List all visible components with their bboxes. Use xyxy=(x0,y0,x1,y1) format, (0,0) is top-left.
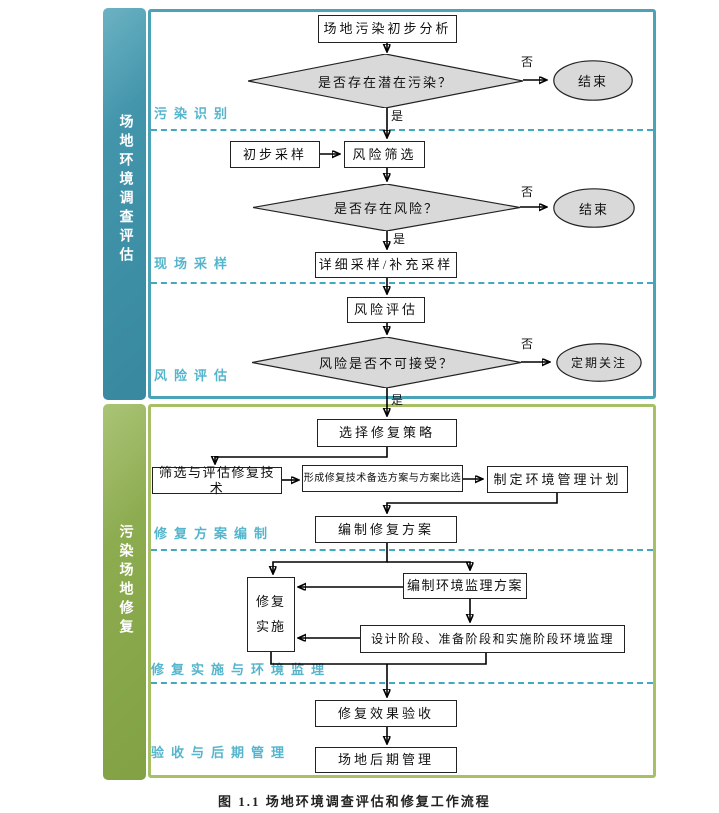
node-stage-supervision: 设计阶段、准备阶段和实施阶段环境监理 xyxy=(360,625,625,653)
phase-label-field-sampling: 现场采样 xyxy=(154,256,235,271)
node-risk-assessment: 风险评估 xyxy=(347,297,425,323)
node-detailed-sampling: 详细采样/补充采样 xyxy=(315,252,457,278)
node-risk-screening: 风险筛选 xyxy=(344,141,425,168)
phase-separator xyxy=(151,682,653,684)
edge-label-no: 否 xyxy=(521,55,534,69)
node-select-strategy: 选择修复策略 xyxy=(317,419,457,447)
edge-label-yes: 是 xyxy=(393,232,406,246)
top-section-frame xyxy=(148,9,656,399)
node-compile-plan: 编制修复方案 xyxy=(315,516,457,543)
edge-label-no: 否 xyxy=(521,337,534,351)
node-screen-evaluate-tech: 筛选与评估修复技术 xyxy=(152,465,282,496)
phase-separator xyxy=(151,282,653,284)
decision-label: 是否存在潜在污染？ xyxy=(317,74,453,90)
terminator-label: 结束 xyxy=(578,201,609,217)
terminator-end-2: 结束 xyxy=(553,188,635,228)
node-start-analysis: 场地污染初步分析 xyxy=(318,15,457,43)
node-supervision-plan: 编制环境监理方案 xyxy=(403,573,527,599)
node-effect-acceptance: 修复效果验收 xyxy=(315,700,457,727)
edge-label-yes: 是 xyxy=(391,393,404,407)
terminator-label: 定期关注 xyxy=(570,356,627,370)
phase-separator xyxy=(151,549,653,551)
decision-potential-pollution: 是否存在潜在污染？ xyxy=(248,54,523,108)
decision-risk-unacceptable: 风险是否不可接受？ xyxy=(252,337,521,388)
phase-label-plan-compilation: 修复方案编制 xyxy=(154,526,275,541)
section-bar-label: 场地环境调查评估 xyxy=(117,114,133,266)
node-preliminary-sampling: 初步采样 xyxy=(230,141,320,168)
phase-label-pollution-identification: 污染识别 xyxy=(154,106,235,121)
section-bar-site-investigation: 场地环境调查评估 xyxy=(103,8,146,400)
phase-label-risk-assessment: 风险评估 xyxy=(154,368,235,383)
phase-label-impl-supervision: 修复实施与环境监理 xyxy=(151,662,332,677)
decision-risk-exists: 是否存在风险？ xyxy=(253,184,520,231)
edge-label-yes: 是 xyxy=(391,109,404,123)
edge-label-no: 否 xyxy=(521,185,534,199)
terminator-end-1: 结束 xyxy=(553,60,633,101)
bottom-section-frame xyxy=(148,404,656,778)
figure-caption: 图 1.1 场地环境调查评估和修复工作流程 xyxy=(218,794,491,809)
phase-separator xyxy=(151,129,653,131)
node-form-alternatives: 形成修复技术备选方案与方案比选 xyxy=(302,465,463,492)
node-remediation-implementation: 修复 实施 xyxy=(247,577,295,652)
terminator-periodic-attention: 定期关注 xyxy=(556,343,642,382)
impl-line2: 实施 xyxy=(255,619,286,634)
section-bar-site-remediation: 污染场地修复 xyxy=(103,404,146,780)
terminator-label: 结束 xyxy=(577,74,608,89)
section-bar-label: 污染场地修复 xyxy=(117,524,133,638)
decision-label: 是否存在风险？ xyxy=(333,201,439,216)
decision-label: 风险是否不可接受？ xyxy=(318,356,454,371)
node-post-management: 场地后期管理 xyxy=(315,747,457,773)
node-env-mgmt-plan: 制定环境管理计划 xyxy=(487,466,628,493)
impl-line1: 修复 xyxy=(255,594,286,610)
phase-label-acceptance-management: 验收与后期管理 xyxy=(151,745,292,760)
